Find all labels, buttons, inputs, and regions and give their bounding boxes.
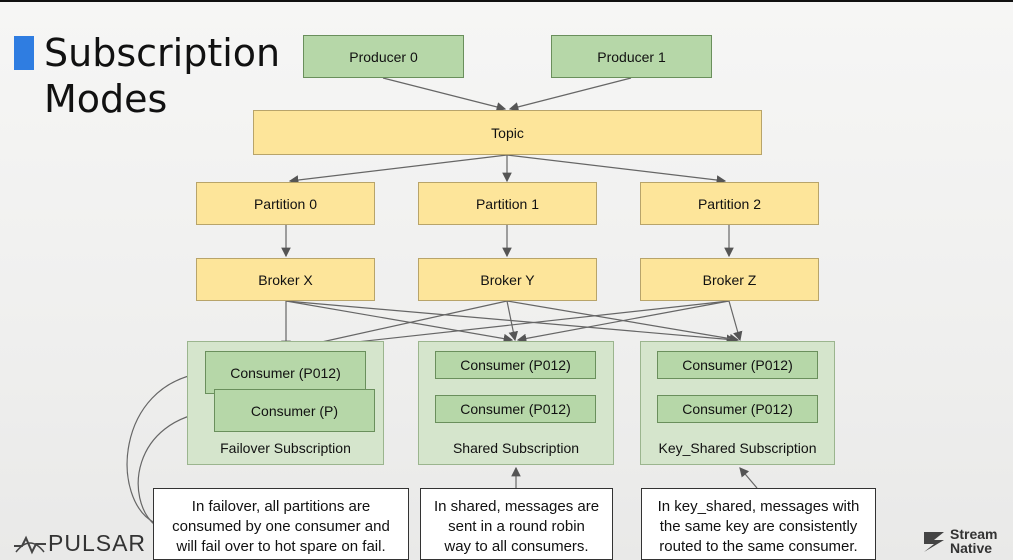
broker-x-box: Broker X (196, 258, 375, 301)
failover-consumer-standby: Consumer (P) (214, 389, 375, 432)
shared-subscription-label: Shared Subscription (452, 440, 580, 456)
key-shared-consumer-2: Consumer (P012) (657, 395, 818, 423)
slide-title-line1: Subscription (44, 31, 281, 75)
failover-note-line: In failover, all partitions are (191, 498, 371, 515)
topic-box: Topic (253, 110, 762, 155)
failover-note-line: consumed by one consumer and (172, 518, 390, 535)
key-shared-note-line: In key_shared, messages with (657, 498, 860, 515)
shared-note: In shared, messages are sent in a round … (420, 488, 613, 560)
failover-subscription-label: Failover Subscription (220, 440, 351, 456)
key-shared-note: In key_shared, messages with the same ke… (641, 488, 876, 560)
shared-consumer-2: Consumer (P012) (435, 395, 596, 423)
streamnative-line1: Stream (950, 526, 998, 542)
failover-note: In failover, all partitions are consumed… (153, 488, 409, 560)
key-shared-note-line: the same key are consistently (659, 518, 858, 535)
partition-2-box: Partition 2 (640, 182, 819, 225)
streamnative-logo: Stream Native (922, 526, 997, 556)
producer-1-box: Producer 1 (551, 35, 712, 78)
producer-0-box: Producer 0 (303, 35, 464, 78)
streamnative-icon (924, 532, 944, 552)
failover-consumer-primary: Consumer (P012) (205, 351, 366, 394)
key-shared-consumer-1: Consumer (P012) (657, 351, 818, 379)
failover-note-line: will fail over to hot spare on fail. (176, 538, 386, 555)
streamnative-line2: Native (950, 540, 993, 556)
shared-note-line: In shared, messages are (433, 498, 600, 515)
shared-note-line: way to all consumers. (444, 538, 589, 555)
shared-note-line: sent in a round robin (448, 518, 585, 535)
broker-y-box: Broker Y (418, 258, 597, 301)
slide-title: Subscription Modes (44, 30, 280, 122)
broker-z-box: Broker Z (640, 258, 819, 301)
top-edge (0, 0, 1013, 2)
partition-1-box: Partition 1 (418, 182, 597, 225)
pulsar-logo: PULSAR (12, 530, 146, 557)
key-shared-subscription-label: Key_Shared Subscription (658, 440, 817, 456)
partition-0-box: Partition 0 (196, 182, 375, 225)
shared-consumer-1: Consumer (P012) (435, 351, 596, 379)
key-shared-note-line: routed to the same consumer. (659, 538, 858, 555)
slide-title-line2: Modes (44, 77, 168, 121)
pulsar-wordmark: PULSAR (48, 530, 147, 556)
pulsar-icon (14, 535, 46, 554)
title-accent-bar (14, 36, 34, 70)
